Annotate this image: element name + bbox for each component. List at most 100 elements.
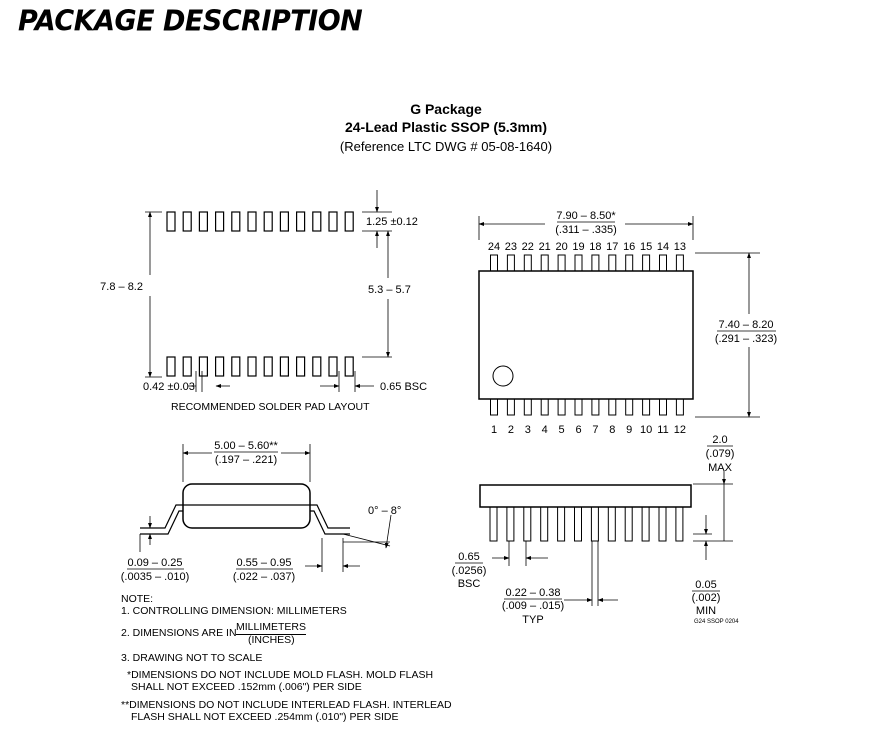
solder-pad bbox=[198, 211, 208, 232]
pin-number: 19 bbox=[572, 241, 584, 253]
pin-number: 9 bbox=[626, 424, 632, 436]
solder-pad bbox=[296, 211, 306, 232]
lead bbox=[608, 398, 617, 416]
lead bbox=[540, 398, 549, 416]
solder-pad bbox=[263, 356, 273, 377]
side-lead bbox=[489, 506, 498, 542]
body-width-mm: 7.40 – 8.20 bbox=[718, 319, 773, 331]
solder-pad bbox=[312, 211, 322, 232]
pin-number: 12 bbox=[674, 424, 686, 436]
package-end-view bbox=[139, 444, 392, 572]
foot-length-in: (.022 – .037) bbox=[233, 571, 295, 583]
solder-pad bbox=[279, 211, 289, 232]
solder-pad bbox=[247, 356, 257, 377]
pin-number: 5 bbox=[559, 424, 565, 436]
pin-number: 18 bbox=[589, 241, 601, 253]
solder-pad bbox=[215, 356, 225, 377]
lead bbox=[659, 254, 667, 272]
lead-thickness-mm: 0.09 – 0.25 bbox=[127, 557, 182, 569]
side-lead bbox=[506, 506, 515, 542]
body-length-mm: 7.90 – 8.50* bbox=[556, 210, 616, 222]
standoff-in: (.002) bbox=[692, 592, 721, 604]
pin-number: 14 bbox=[657, 241, 669, 253]
row-span-dim: 7.8 – 8.2 bbox=[100, 281, 143, 293]
note-2-denominator: (INCHES) bbox=[248, 634, 295, 646]
solder-pad bbox=[166, 356, 176, 377]
note-star-2a: **DIMENSIONS DO NOT INCLUDE INTERLEAD FL… bbox=[121, 699, 452, 711]
note-star-2b: FLASH SHALL NOT EXCEED .254mm (.010") PE… bbox=[131, 711, 399, 723]
lead-angle: 0° – 8° bbox=[368, 505, 401, 517]
pitch-mm: 0.65 bbox=[458, 551, 479, 563]
pin-number: 13 bbox=[674, 241, 686, 253]
lead-row-bottom bbox=[490, 398, 684, 416]
solder-pad bbox=[328, 356, 338, 377]
pad-row-bottom bbox=[166, 356, 354, 377]
body-length-in: (.311 – .335) bbox=[555, 224, 617, 236]
package-name: G Package bbox=[410, 101, 482, 117]
package-reference: (Reference LTC DWG # 05-08-1640) bbox=[339, 139, 553, 154]
pin-number: 10 bbox=[640, 424, 652, 436]
note-2-numerator: MILLIMETERS bbox=[236, 621, 307, 635]
lead bbox=[490, 254, 498, 272]
lead bbox=[574, 254, 583, 272]
pin-number: 23 bbox=[505, 241, 517, 253]
pin-number: 7 bbox=[592, 424, 598, 436]
standoff-mm: 0.05 bbox=[695, 579, 716, 591]
lead bbox=[523, 398, 532, 416]
side-view-leads bbox=[489, 506, 684, 542]
end-width-mm: 5.00 – 5.60** bbox=[214, 440, 278, 452]
lead bbox=[659, 398, 667, 416]
pin-number: 17 bbox=[606, 241, 618, 253]
lead bbox=[490, 398, 498, 416]
body-width-in: (.291 – .323) bbox=[715, 333, 777, 345]
lead bbox=[675, 398, 684, 416]
lead bbox=[608, 254, 617, 272]
solder-pad bbox=[166, 211, 176, 232]
solder-pad-layout bbox=[145, 190, 392, 392]
lead bbox=[591, 398, 600, 416]
lead bbox=[574, 398, 583, 416]
pin-number: 16 bbox=[623, 241, 635, 253]
standoff-tag: MIN bbox=[696, 605, 716, 617]
height-tag: MAX bbox=[708, 462, 733, 474]
lead bbox=[506, 398, 515, 416]
side-lead bbox=[574, 506, 582, 542]
side-lead bbox=[675, 506, 684, 542]
lead bbox=[675, 254, 684, 272]
pad-layout-caption: RECOMMENDED SOLDER PAD LAYOUT bbox=[171, 401, 370, 413]
page-title: PACKAGE DESCRIPTION bbox=[18, 5, 363, 38]
pin-number: 22 bbox=[522, 241, 534, 253]
foot-length-mm: 0.55 – 0.95 bbox=[236, 557, 291, 569]
pitch-in: (.0256) bbox=[452, 565, 487, 577]
side-lead bbox=[590, 506, 599, 542]
pin-number: 21 bbox=[539, 241, 551, 253]
solder-pad bbox=[182, 211, 192, 232]
pin-number: 3 bbox=[525, 424, 531, 436]
note-star-1a: *DIMENSIONS DO NOT INCLUDE MOLD FLASH. M… bbox=[127, 669, 434, 681]
pin-number: 2 bbox=[508, 424, 514, 436]
side-lead bbox=[607, 506, 616, 542]
solder-pad bbox=[231, 211, 241, 232]
side-lead bbox=[641, 506, 650, 542]
note-3: 3. DRAWING NOT TO SCALE bbox=[121, 652, 263, 664]
height-in: (.079) bbox=[706, 448, 735, 460]
lead bbox=[557, 254, 566, 272]
solder-pad bbox=[344, 211, 354, 232]
lead bbox=[625, 254, 634, 272]
solder-pad bbox=[231, 356, 241, 377]
pin-number: 20 bbox=[555, 241, 567, 253]
lead bbox=[642, 398, 651, 416]
side-lead bbox=[557, 506, 566, 542]
note-header: NOTE: bbox=[121, 593, 154, 605]
pad-row-top bbox=[166, 211, 354, 232]
inner-gap-dim: 5.3 – 5.7 bbox=[368, 284, 411, 296]
pin-number: 24 bbox=[488, 241, 500, 253]
solder-pad bbox=[215, 211, 225, 232]
drawing-code: G24 SSOP 0204 bbox=[694, 619, 739, 625]
solder-pad bbox=[247, 211, 257, 232]
lead bbox=[591, 254, 600, 272]
pin-number: 4 bbox=[542, 424, 548, 436]
